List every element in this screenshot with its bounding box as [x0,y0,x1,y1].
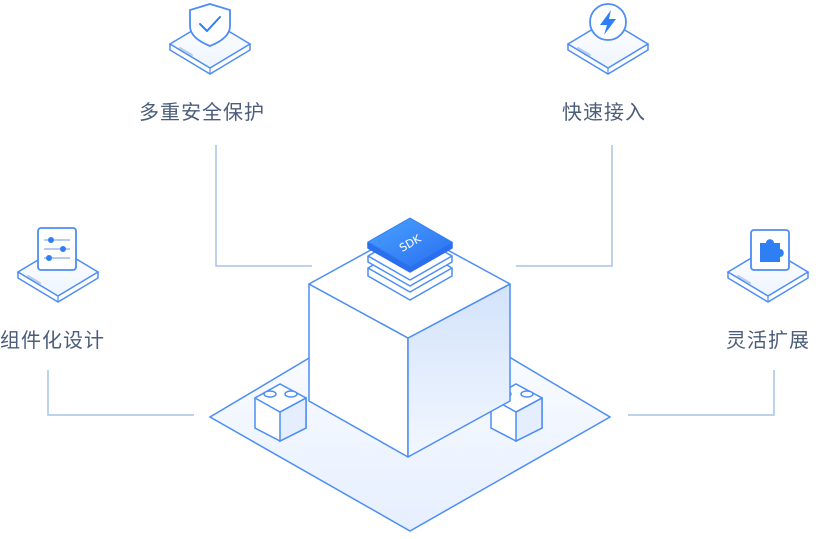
connector-lines [47,145,775,416]
lightning-icon [566,3,650,75]
connector-top-left [215,145,312,267]
connector-left [47,370,194,416]
feature-label-security: 多重安全保护 [139,100,265,124]
sdk-chip: SDK [367,217,453,301]
feature-label-component-design: 组件化设计 [0,328,105,352]
small-block-left [254,383,307,443]
sliders-icon [16,227,100,303]
shield-check-icon [168,3,252,75]
feature-label-flexible-extension: 灵活扩展 [726,328,810,352]
puzzle-icon [726,229,810,303]
connector-top-right [516,145,613,267]
feature-label-fast-access: 快速接入 [562,100,646,124]
connector-right [628,370,775,416]
